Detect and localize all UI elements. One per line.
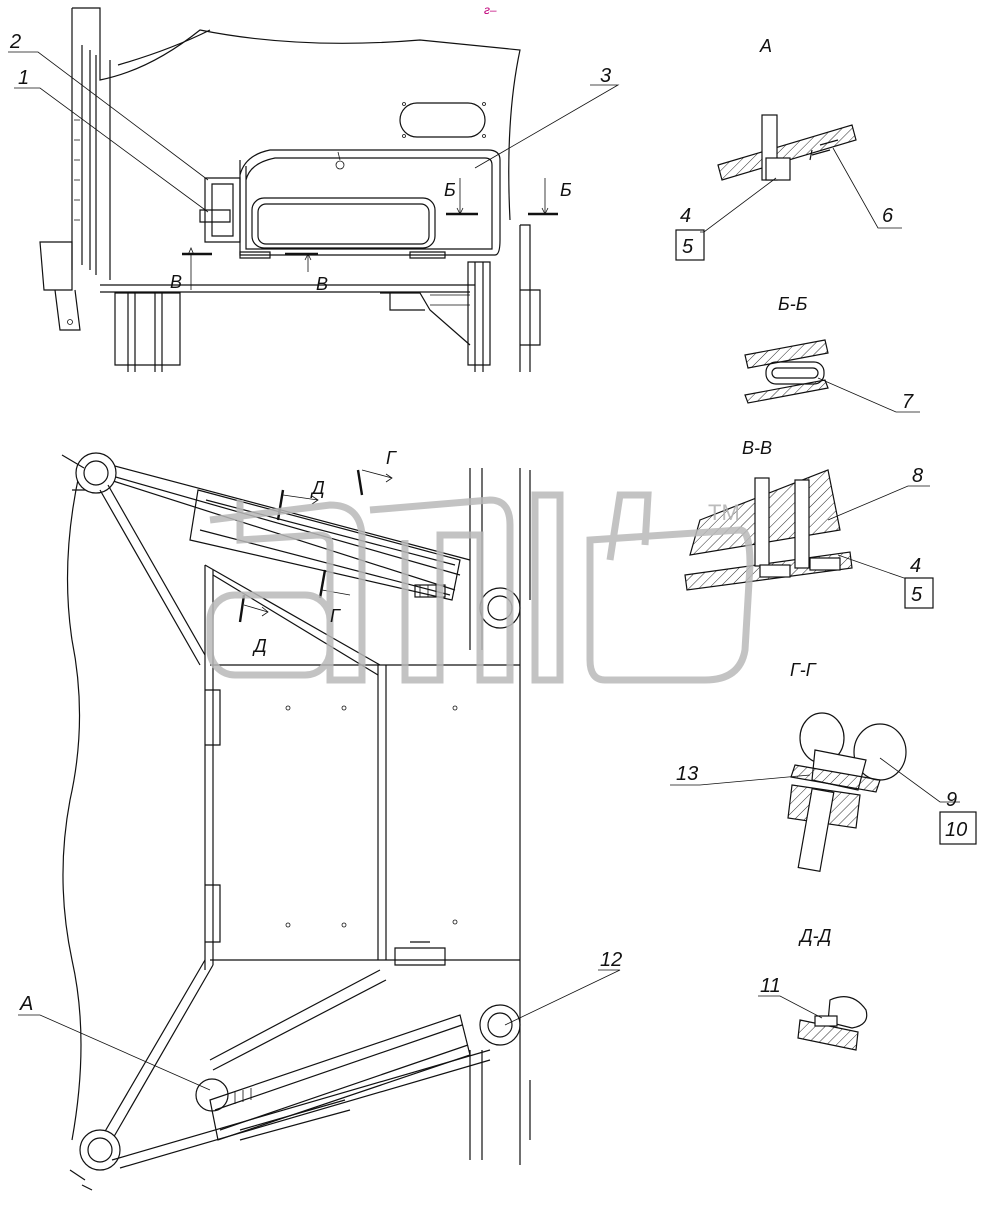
callout-12: 12 — [600, 949, 622, 971]
section-mark-d-top: Д — [310, 478, 325, 498]
side-view — [8, 7, 620, 372]
view-dd-title: Д-Д — [798, 926, 832, 946]
section-mark-g-mid: Г — [330, 606, 341, 626]
section-mark-g-top: Г — [386, 448, 397, 468]
top-mark: г– — [484, 3, 497, 17]
callout-10-box — [939, 811, 977, 845]
section-mark-v-right: В — [316, 274, 328, 294]
callout-4: 4 — [680, 205, 691, 227]
callout-5b-box — [904, 577, 934, 609]
section-mark-d-mid: Д — [252, 636, 267, 656]
callout-2: 2 — [9, 31, 21, 53]
callout-11: 11 — [760, 975, 781, 997]
callout-8: 8 — [912, 465, 923, 487]
callout-9: 9 — [946, 789, 957, 811]
callout-13: 13 — [676, 763, 698, 785]
view-a-reference: А — [19, 993, 33, 1015]
callout-5: 5 — [682, 236, 694, 258]
view-gg-title: Г-Г — [790, 660, 817, 680]
view-a-title: А — [759, 36, 772, 56]
watermark-trademark: TM — [708, 500, 740, 525]
callout-3: 3 — [600, 65, 611, 87]
watermark: TM — [206, 491, 754, 684]
callout-10: 10 — [945, 819, 967, 841]
section-d-d — [758, 995, 868, 1051]
section-mark-b-right: Б — [560, 180, 572, 200]
callout-7: 7 — [902, 391, 914, 413]
callout-1: 1 — [18, 67, 29, 89]
callout-4b: 4 — [910, 555, 921, 577]
callout-5b: 5 — [911, 584, 923, 606]
section-g-g — [670, 712, 960, 872]
section-mark-v-left: В — [170, 272, 182, 292]
plan-view — [18, 452, 621, 1191]
callout-5-box — [675, 229, 705, 261]
section-mark-b-left: Б — [444, 180, 456, 200]
callout-6: 6 — [882, 205, 894, 227]
view-bb-title: Б-Б — [778, 294, 808, 314]
labels: г– 2 1 3 Б Б В В А 4 5 6 Б-Б 7 В-В 8 4 5… — [9, 3, 977, 1015]
detail-view-a — [700, 114, 902, 233]
view-vv-title: В-В — [742, 438, 772, 458]
section-b-b — [744, 339, 920, 413]
